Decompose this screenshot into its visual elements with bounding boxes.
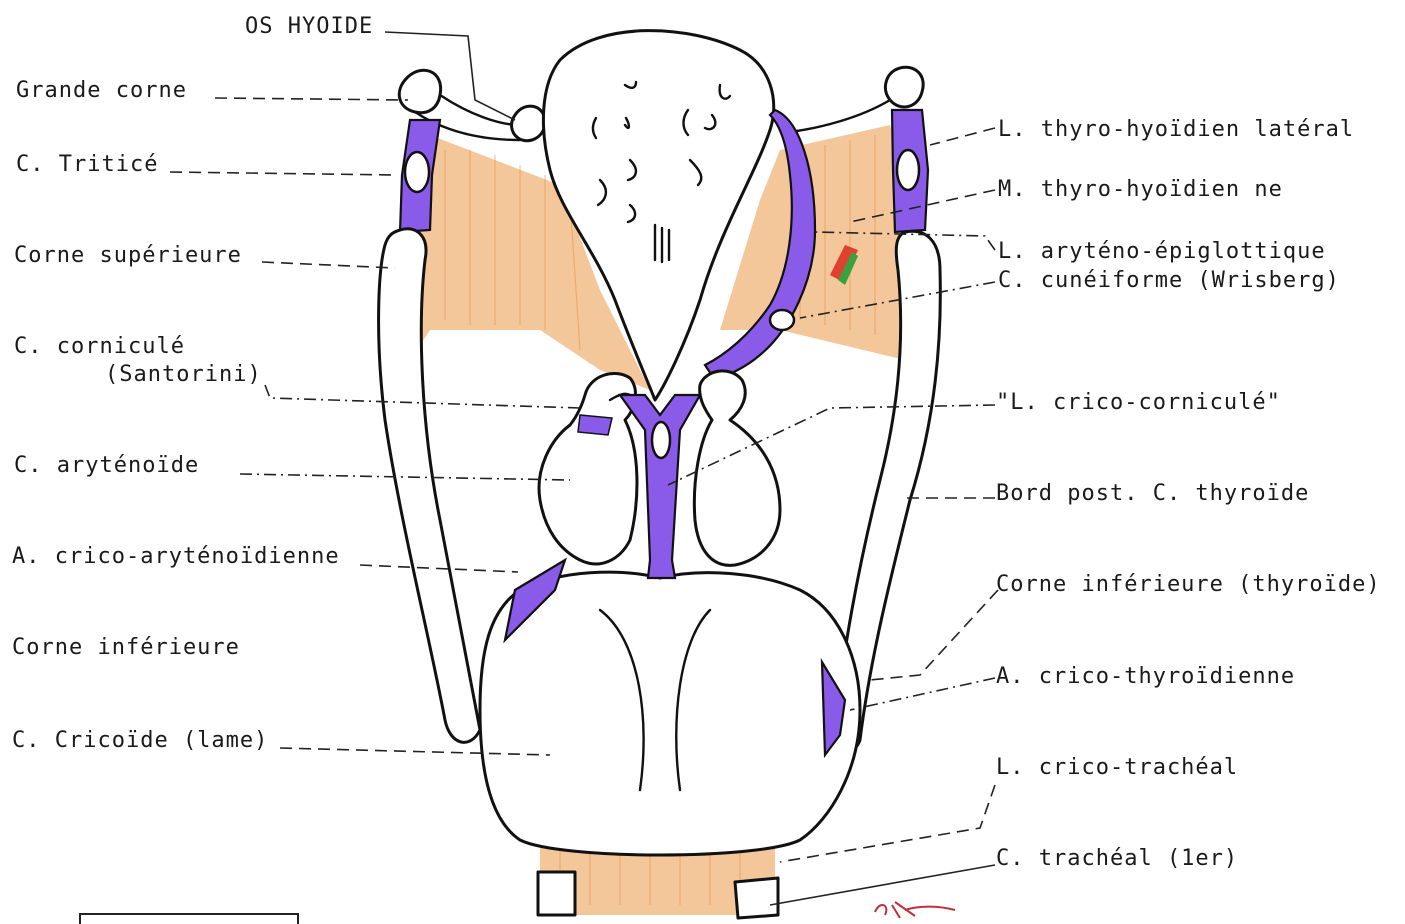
labels-right: L. thyro-hyoïdien latéral M. thyro-hyoïd… xyxy=(996,117,1381,871)
label-a-crico-arytenoidienne: A. crico-aryténoïdienne xyxy=(12,544,340,569)
cricoid-lamina xyxy=(480,572,860,855)
corniculate-left-mark xyxy=(578,415,612,435)
label-c-tracheal: C. trachéal (1er) xyxy=(996,846,1238,871)
label-c-arytenoide: C. aryténoïde xyxy=(14,453,199,478)
label-c-cuneiforme: C. cunéiforme (Wrisberg) xyxy=(998,268,1340,293)
label-l-aryteno-epiglottique: L. aryténo-épiglottique xyxy=(998,239,1326,264)
bottom-left-frame xyxy=(80,914,298,924)
lateral-thyrohyoid-ligament-right xyxy=(892,110,928,232)
lesser-horn-left xyxy=(512,106,545,141)
label-corne-inferieure: Corne inférieure xyxy=(12,635,240,660)
labels-left: OS HYOIDE Grande corne C. Triticé Corne … xyxy=(12,14,373,753)
signature xyxy=(875,902,955,918)
label-a-crico-thyroidienne: A. crico-thyroïdienne xyxy=(996,664,1295,689)
label-l-crico-tracheal: L. crico-trachéal xyxy=(996,755,1238,780)
label-bord-post-thyroide: Bord post. C. thyroïde xyxy=(996,481,1309,506)
label-m-thyro-hyoidienne: M. thyro-hyoïdien ne xyxy=(998,177,1283,202)
label-corne-superieure: Corne supérieure xyxy=(14,243,242,268)
label-santorini: (Santorini) xyxy=(105,362,262,387)
label-grande-corne: Grande corne xyxy=(16,78,187,103)
label-l-crico-cornicule: "L. crico-corniculé" xyxy=(996,390,1281,415)
label-c-triticee: C. Triticé xyxy=(16,152,158,177)
arytenoid-right xyxy=(694,371,780,565)
label-l-thyro-hyoidien-lateral: L. thyro-hyoïdien latéral xyxy=(998,117,1354,142)
label-os-hyoide: OS HYOIDE xyxy=(245,14,373,39)
label-corne-inferieure-thyroide: Corne inférieure (thyroïde) xyxy=(996,572,1381,597)
arytenoid-left xyxy=(539,373,637,563)
label-c-cornicule: C. corniculé xyxy=(14,334,185,359)
label-c-cricoide-lame: C. Cricoïde (lame) xyxy=(12,728,268,753)
